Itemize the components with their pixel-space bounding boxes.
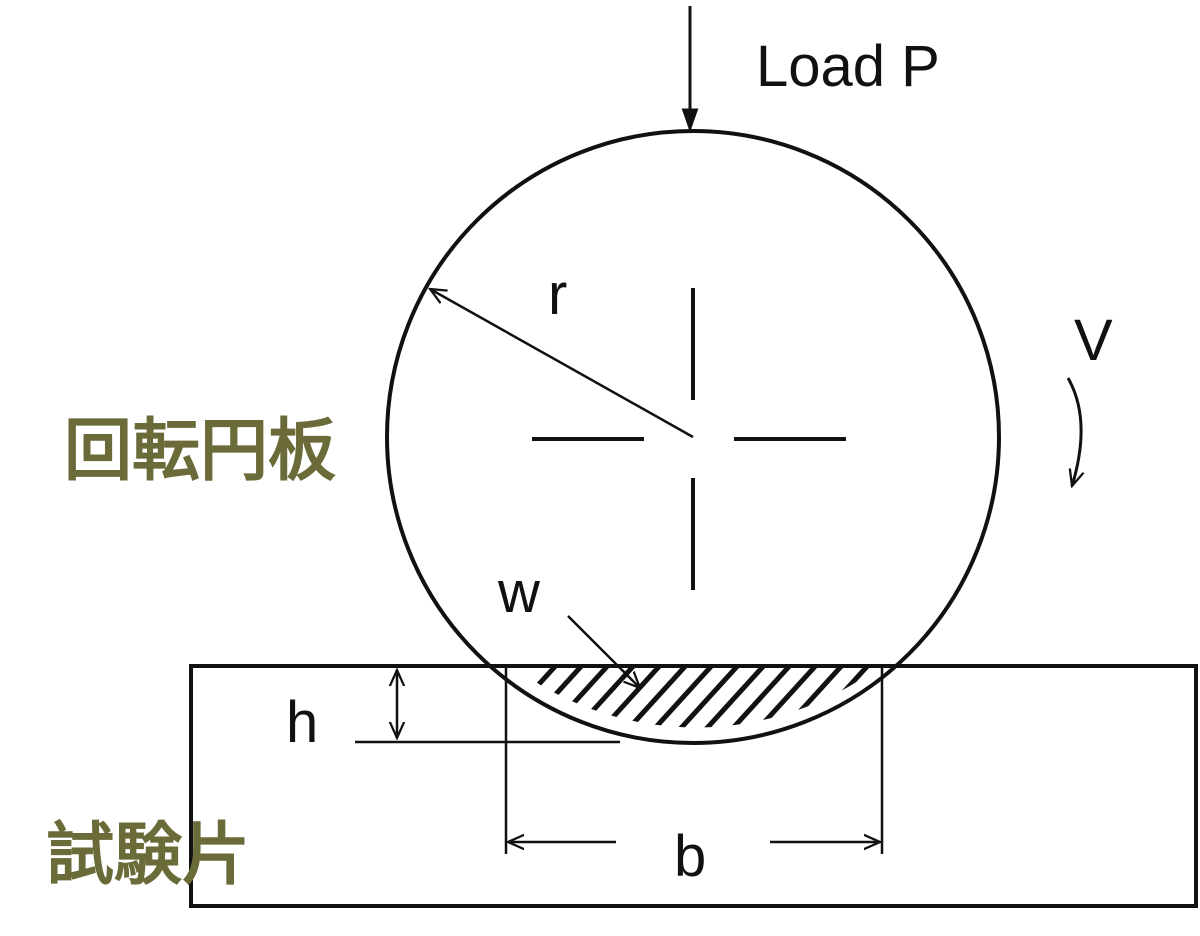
radius-label: r bbox=[548, 262, 567, 327]
wear-leader-arrow bbox=[567, 615, 640, 688]
radius-arrow bbox=[430, 289, 694, 439]
wear-width-label: w bbox=[497, 560, 541, 625]
load-label: Load P bbox=[756, 34, 940, 99]
specimen-label: 試験片 bbox=[46, 816, 250, 895]
hatch-line bbox=[702, 666, 806, 728]
hatch-line bbox=[676, 666, 780, 728]
rotation-arrow bbox=[1066, 377, 1081, 486]
disk-label: 回転円板 bbox=[64, 412, 336, 491]
scar-width-extension-lines bbox=[504, 668, 884, 854]
hatch-line bbox=[546, 666, 650, 728]
hatch-line bbox=[728, 666, 832, 728]
hatch-line bbox=[572, 666, 676, 728]
depth-label: h bbox=[286, 690, 318, 755]
scar-width-label: b bbox=[674, 824, 706, 889]
hatch-line bbox=[624, 666, 728, 728]
center-crosshair bbox=[532, 288, 846, 590]
hatch-line bbox=[754, 666, 858, 728]
hatch-line bbox=[598, 666, 702, 728]
hatch-line bbox=[650, 666, 754, 728]
velocity-label: V bbox=[1074, 308, 1113, 373]
